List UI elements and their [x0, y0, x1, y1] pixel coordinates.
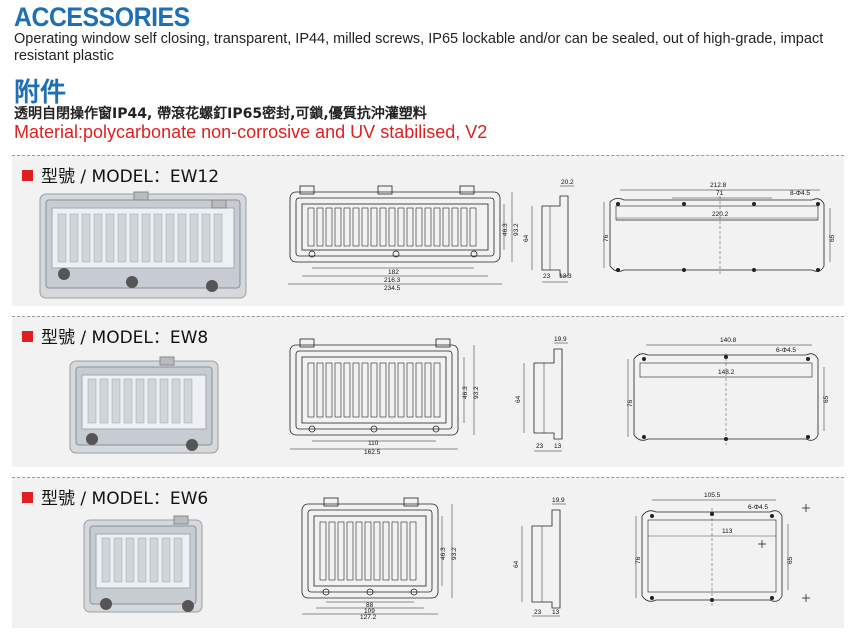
ew8-side-b2: 13 — [554, 443, 562, 450]
ew8-side-top: 19.9 — [554, 336, 567, 343]
model-label: 型號 / MODEL：EW6 — [22, 484, 208, 509]
ew12-side-h: 64 — [523, 234, 530, 242]
ew8-cut-w4: 148.2 — [718, 369, 735, 376]
ew6-cut-h2: 65 — [787, 556, 794, 564]
page-title: ACCESSORIES — [14, 2, 190, 32]
material-note: Material:polycarbonate non-corrosive and… — [14, 122, 488, 142]
ew12-drawings: 182 216.3 234.5 46.3 93.2 20.2 64 23 13.… — [39, 179, 836, 299]
ew6-dim-d2: 93.2 — [451, 547, 458, 560]
ew12-cut-w2: 71 — [716, 190, 724, 197]
ew6-cut-w4: 113 — [722, 528, 733, 535]
page-title-zh: 附件 — [14, 78, 67, 108]
ew6-side-b2: 13 — [552, 609, 560, 616]
ew6-dim-w3: 127.2 — [360, 614, 377, 621]
ew8-side-view — [523, 342, 568, 452]
panel-ew8: 型號 / MODEL：EW8 — [12, 316, 844, 467]
panel-ew6: 型號 / MODEL：EW6 — [12, 477, 844, 628]
model-label: 型號 / MODEL：EW8 — [22, 323, 208, 348]
ew12-cutout-view — [603, 189, 831, 276]
ew8-dim-d2: 93.2 — [473, 386, 480, 399]
ew8-cutout-view — [627, 344, 825, 445]
ew6-cut-h1: 76 — [635, 556, 642, 564]
ew6-mount-holes — [650, 512, 774, 602]
ew12-side-view — [531, 185, 574, 283]
model-label: 型號 / MODEL：EW12 — [22, 162, 219, 187]
ew8-dim-w1: 110 — [368, 440, 379, 447]
ew6-drawings: 88 109 127.2 46.3 93.2 19.9 64 23 13 — [83, 492, 810, 621]
description-zh: 透明自閉操作窗IP44, 帶滾花螺釘IP65密封,可鎖,優質抗沖灌塑料 — [14, 106, 427, 122]
ew12-mount-holes — [616, 202, 820, 272]
ew6-dim-w1: 88 — [366, 602, 374, 609]
ew12-side-b2: 13.3 — [559, 273, 572, 280]
ew12-side-top: 20.2 — [561, 179, 574, 186]
ew6-cut-w1: 105.5 — [704, 492, 721, 499]
ew8-drawings: 110 162.5 46.3 93.2 19.9 64 23 13 140.8 … — [69, 336, 830, 456]
ew12-cut-h1: 76 — [603, 234, 610, 242]
ew8-dim-w2: 162.5 — [364, 449, 381, 456]
ew8-front-view — [289, 338, 475, 450]
ew6-cut-w3: 6-Φ4.5 — [748, 504, 768, 511]
ew12-side-b1: 23 — [543, 273, 551, 280]
ew6-side-view — [521, 503, 566, 617]
ew12-dim-w1: 182 — [388, 269, 399, 276]
ew12-dim-d1: 46.3 — [502, 223, 509, 236]
ew8-cut-w3: 6-Φ4.5 — [776, 347, 796, 354]
ew12-cut-w1: 212.8 — [710, 182, 727, 189]
ew12-cut-w4: 220.2 — [712, 211, 729, 218]
ew8-side-b1: 23 — [536, 443, 544, 450]
ew6-dim-w2: 109 — [364, 608, 375, 615]
ew12-front-view — [288, 185, 513, 285]
bullet-square-icon — [22, 331, 33, 342]
ew6-side-b1: 23 — [534, 609, 542, 616]
ew8-mount-holes — [642, 355, 810, 441]
ew8-cut-h1: 76 — [627, 399, 634, 407]
ew8-cut-w1: 140.8 — [720, 337, 737, 344]
ew6-cutout-view — [635, 499, 810, 608]
panel-ew12: 型號 / MODEL：EW12 — [12, 155, 844, 306]
ew8-cut-h2: 65 — [823, 395, 830, 403]
ew6-product-photo — [83, 515, 203, 613]
ew12-cut-w3: 8-Φ4.5 — [790, 190, 810, 197]
bullet-square-icon — [22, 492, 33, 503]
description-en: Operating window self closing, transpare… — [14, 31, 824, 64]
bullet-square-icon — [22, 170, 33, 181]
ew6-side-h: 64 — [513, 560, 520, 568]
ew12-dim-w2: 216.3 — [384, 277, 401, 284]
ew6-dim-d1: 46.3 — [440, 547, 447, 560]
ew12-cut-h2: 65 — [829, 234, 836, 242]
ew8-side-h: 64 — [515, 395, 522, 403]
ew6-front-view — [301, 497, 453, 615]
ew12-dim-d2: 93.2 — [513, 223, 520, 236]
ew8-dim-d1: 46.3 — [462, 386, 469, 399]
ew12-product-photo — [39, 191, 247, 299]
ew12-dim-w3: 234.5 — [384, 285, 401, 292]
ew6-side-top: 19.9 — [552, 497, 565, 504]
ew8-product-photo — [69, 356, 219, 454]
